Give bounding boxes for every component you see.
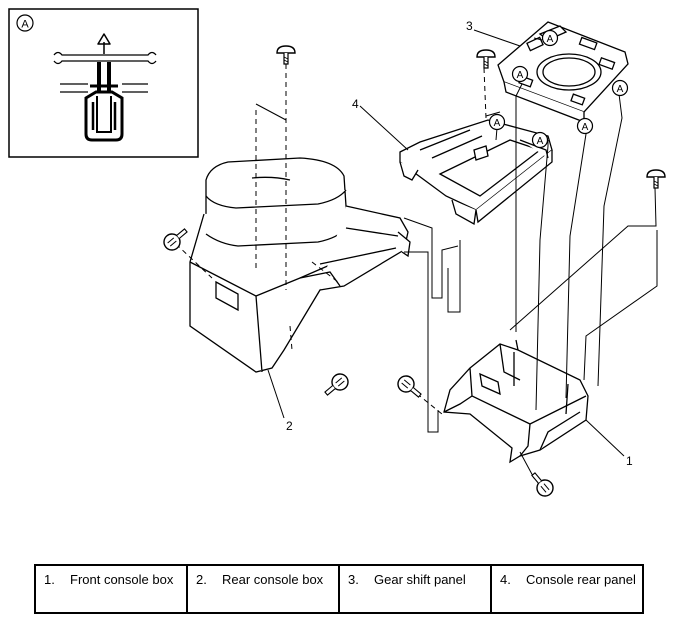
bolt-icon (531, 472, 554, 497)
svg-text:A: A (537, 136, 544, 147)
legend-cell: 1.Front console box (34, 564, 188, 614)
legend-row: 1.Front console box 2.Rear console box 3… (34, 564, 644, 614)
assembly-dashed-lines (175, 64, 487, 415)
legend-cell: 2.Rear console box (186, 564, 340, 614)
bolt-icon (324, 373, 349, 396)
exploded-view-diagram: A (8, 8, 666, 497)
inset-callout-label: A (21, 19, 29, 31)
screw-icon (276, 45, 296, 65)
screw-icon (646, 169, 666, 189)
part-leaders (267, 29, 625, 457)
callout-a-marker: A (488, 113, 506, 131)
part-number-3: 3 (466, 19, 473, 33)
callout-a-marker: A (541, 29, 559, 47)
console-rear-panel (399, 119, 553, 226)
svg-text:A: A (494, 118, 501, 129)
legend-cell: 3.Gear shift panel (338, 564, 492, 614)
svg-text:A: A (582, 122, 589, 133)
front-console-box (443, 339, 589, 464)
callout-a-marker: A (531, 131, 549, 149)
part-number-4: 4 (352, 97, 359, 111)
callout-a-marker: A (576, 117, 594, 135)
gear-shift-panel (497, 21, 629, 123)
bolt-icon (397, 375, 422, 398)
detail-inset-a: A (8, 8, 199, 158)
callout-a-marker: A (611, 79, 629, 97)
bolt-icon (163, 228, 188, 251)
svg-text:A: A (547, 34, 554, 45)
svg-text:A: A (617, 84, 624, 95)
svg-text:A: A (517, 70, 524, 81)
rear-console-box (189, 157, 411, 373)
part-number-2: 2 (286, 419, 293, 433)
part-number-1: 1 (626, 454, 633, 468)
callout-a-marker: A (511, 65, 529, 83)
legend-cell: 4.Console rear panel (490, 564, 644, 614)
parts-legend-table: 1.Front console box 2.Rear console box 3… (34, 564, 644, 614)
screw-icon (476, 49, 496, 69)
